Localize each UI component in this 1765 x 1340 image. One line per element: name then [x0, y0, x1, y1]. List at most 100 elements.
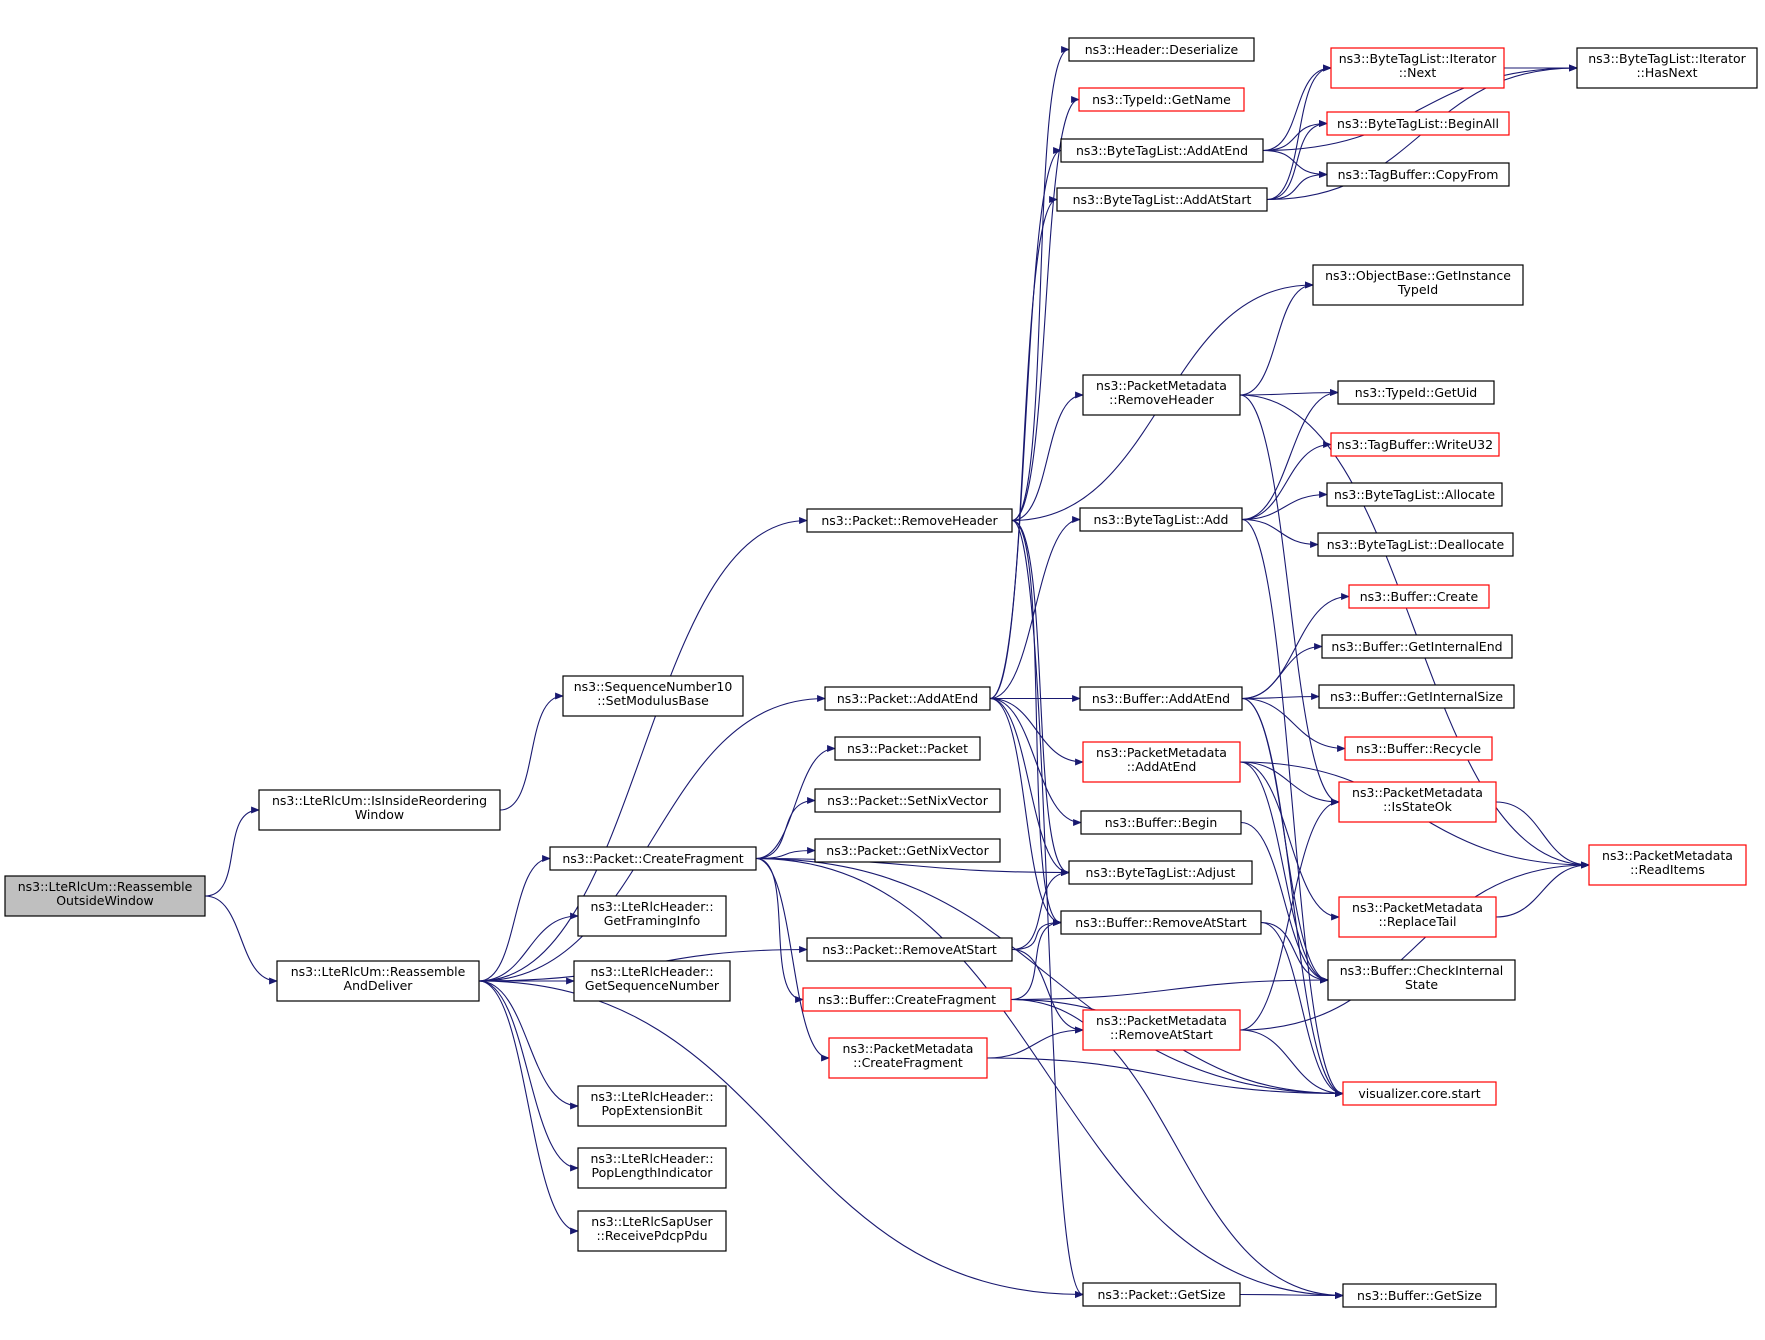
node-box-tbCopyFrom[interactable] — [1326, 162, 1510, 187]
node-box-bufRecycle[interactable] — [1344, 736, 1493, 761]
node-box-bufCreate[interactable] — [1348, 584, 1490, 609]
node-box-bufCreateFrag[interactable] — [802, 987, 1012, 1012]
node-box-typeGetName[interactable] — [1078, 87, 1245, 112]
node-tbCopyFrom[interactable]: ns3::TagBuffer::CopyFrom — [1326, 162, 1510, 187]
node-box-btlAddAtStart[interactable] — [1056, 187, 1268, 212]
node-btlBeginAll[interactable]: ns3::ByteTagList::BeginAll — [1326, 111, 1510, 136]
node-pktRemoveHeader[interactable]: ns3::Packet::RemoveHeader — [806, 508, 1013, 533]
node-itHasNext[interactable]: ns3::ByteTagList::Iterator::HasNext — [1576, 47, 1758, 89]
node-vizStart[interactable]: visualizer.core.start — [1342, 1081, 1497, 1106]
node-box-getFramingInfo[interactable] — [577, 895, 727, 937]
node-box-pmIsStateOk[interactable] — [1338, 781, 1497, 823]
node-bufRemoveAtStart[interactable]: ns3::Buffer::RemoveAtStart — [1060, 910, 1262, 935]
node-box-pktPacket[interactable] — [834, 736, 981, 761]
node-box-isinside[interactable] — [258, 789, 501, 831]
node-pktGetNix[interactable]: ns3::Packet::GetNixVector — [814, 838, 1001, 863]
node-box-itHasNext[interactable] — [1576, 47, 1758, 89]
node-bufCreateFrag[interactable]: ns3::Buffer::CreateFragment — [802, 987, 1012, 1012]
node-box-pmRemoveHeader[interactable] — [1082, 374, 1241, 416]
node-btlAdd[interactable]: ns3::ByteTagList::Add — [1079, 507, 1243, 532]
node-box-bufAddAtEnd[interactable] — [1079, 686, 1243, 711]
node-box-bufGetIntSize[interactable] — [1318, 684, 1515, 709]
node-itNext[interactable]: ns3::ByteTagList::Iterator::Next — [1330, 47, 1505, 89]
node-box-itNext[interactable] — [1330, 47, 1505, 89]
node-box-pktRemoveHeader[interactable] — [806, 508, 1013, 533]
node-tbWriteU32[interactable]: ns3::TagBuffer::WriteU32 — [1330, 432, 1500, 457]
node-bufAddAtEnd[interactable]: ns3::Buffer::AddAtEnd — [1079, 686, 1243, 711]
node-box-bufBegin[interactable] — [1080, 810, 1242, 835]
node-bufGetSize[interactable]: ns3::Buffer::GetSize — [1342, 1283, 1497, 1308]
node-pktPacket[interactable]: ns3::Packet::Packet — [834, 736, 981, 761]
node-box-pmAddAtEnd[interactable] — [1082, 741, 1241, 783]
node-box-getSeqNum[interactable] — [573, 960, 731, 1002]
node-box-root[interactable] — [4, 875, 206, 917]
node-box-bufGetIntEnd[interactable] — [1321, 634, 1513, 659]
node-pktSetNix[interactable]: ns3::Packet::SetNixVector — [814, 788, 1001, 813]
node-box-pktGetSize[interactable] — [1082, 1282, 1241, 1307]
node-btlDeallocate[interactable]: ns3::ByteTagList::Deallocate — [1317, 532, 1514, 557]
node-box-btlAllocate[interactable] — [1326, 482, 1503, 507]
node-box-popLenInd[interactable] — [577, 1147, 727, 1189]
node-box-pmReadItems[interactable] — [1588, 844, 1747, 886]
node-box-recvPdcp[interactable] — [577, 1210, 727, 1252]
node-box-pktCreateFrag[interactable] — [549, 846, 757, 871]
node-box-bufGetSize[interactable] — [1342, 1283, 1497, 1308]
node-box-headerDeser[interactable] — [1068, 37, 1255, 62]
node-box-pmReplaceTail[interactable] — [1338, 896, 1497, 938]
node-bufGetIntSize[interactable]: ns3::Buffer::GetInternalSize — [1318, 684, 1515, 709]
node-getFramingInfo[interactable]: ns3::LteRlcHeader::GetFramingInfo — [577, 895, 727, 937]
node-box-reassembleDeliver[interactable] — [276, 960, 480, 1002]
node-getSeqNum[interactable]: ns3::LteRlcHeader::GetSequenceNumber — [573, 960, 731, 1002]
node-box-vizStart[interactable] — [1342, 1081, 1497, 1106]
node-pmReadItems[interactable]: ns3::PacketMetadata::ReadItems — [1588, 844, 1747, 886]
node-pktGetSize[interactable]: ns3::Packet::GetSize — [1082, 1282, 1241, 1307]
node-box-typeGetUid[interactable] — [1337, 380, 1495, 405]
node-btlAddAtEnd[interactable]: ns3::ByteTagList::AddAtEnd — [1060, 138, 1264, 163]
node-bufGetIntEnd[interactable]: ns3::Buffer::GetInternalEnd — [1321, 634, 1513, 659]
node-recvPdcp[interactable]: ns3::LteRlcSapUser::ReceivePdcpPdu — [577, 1210, 727, 1252]
node-box-bufCheckInt[interactable] — [1327, 959, 1516, 1001]
node-box-pktAddAtEnd[interactable] — [824, 686, 991, 711]
node-pktAddAtEnd[interactable]: ns3::Packet::AddAtEnd — [824, 686, 991, 711]
node-box-btlDeallocate[interactable] — [1317, 532, 1514, 557]
node-bufRecycle[interactable]: ns3::Buffer::Recycle — [1344, 736, 1493, 761]
node-pmRemoveHeader[interactable]: ns3::PacketMetadata::RemoveHeader — [1082, 374, 1241, 416]
node-box-popExtBit[interactable] — [577, 1085, 727, 1127]
node-box-seqSetMod[interactable] — [562, 675, 744, 717]
node-pmAddAtEnd[interactable]: ns3::PacketMetadata::AddAtEnd — [1082, 741, 1241, 783]
node-box-pktSetNix[interactable] — [814, 788, 1001, 813]
node-box-btlAdjust[interactable] — [1068, 860, 1253, 885]
node-pmReplaceTail[interactable]: ns3::PacketMetadata::ReplaceTail — [1338, 896, 1497, 938]
node-pktRemoveAtStart[interactable]: ns3::Packet::RemoveAtStart — [806, 937, 1013, 962]
node-box-pmCreateFrag[interactable] — [828, 1037, 988, 1079]
node-box-pktGetNix[interactable] — [814, 838, 1001, 863]
node-box-pmRemoveAtStart[interactable] — [1082, 1009, 1241, 1051]
node-box-obGetInst[interactable] — [1312, 264, 1524, 306]
node-pktCreateFrag[interactable]: ns3::Packet::CreateFragment — [549, 846, 757, 871]
node-pmRemoveAtStart[interactable]: ns3::PacketMetadata::RemoveAtStart — [1082, 1009, 1241, 1051]
node-box-tbWriteU32[interactable] — [1330, 432, 1500, 457]
node-box-bufRemoveAtStart[interactable] — [1060, 910, 1262, 935]
node-btlAddAtStart[interactable]: ns3::ByteTagList::AddAtStart — [1056, 187, 1268, 212]
node-bufBegin[interactable]: ns3::Buffer::Begin — [1080, 810, 1242, 835]
node-box-pktRemoveAtStart[interactable] — [806, 937, 1013, 962]
node-typeGetUid[interactable]: ns3::TypeId::GetUid — [1337, 380, 1495, 405]
node-seqSetMod[interactable]: ns3::SequenceNumber10::SetModulusBase — [562, 675, 744, 717]
node-popExtBit[interactable]: ns3::LteRlcHeader::PopExtensionBit — [577, 1085, 727, 1127]
node-box-btlBeginAll[interactable] — [1326, 111, 1510, 136]
node-btlAllocate[interactable]: ns3::ByteTagList::Allocate — [1326, 482, 1503, 507]
node-headerDeser[interactable]: ns3::Header::Deserialize — [1068, 37, 1255, 62]
node-btlAdjust[interactable]: ns3::ByteTagList::Adjust — [1068, 860, 1253, 885]
node-bufCreate[interactable]: ns3::Buffer::Create — [1348, 584, 1490, 609]
node-pmCreateFrag[interactable]: ns3::PacketMetadata::CreateFragment — [828, 1037, 988, 1079]
node-pmIsStateOk[interactable]: ns3::PacketMetadata::IsStateOk — [1338, 781, 1497, 823]
node-typeGetName[interactable]: ns3::TypeId::GetName — [1078, 87, 1245, 112]
node-box-btlAdd[interactable] — [1079, 507, 1243, 532]
node-popLenInd[interactable]: ns3::LteRlcHeader::PopLengthIndicator — [577, 1147, 727, 1189]
node-box-btlAddAtEnd[interactable] — [1060, 138, 1264, 163]
